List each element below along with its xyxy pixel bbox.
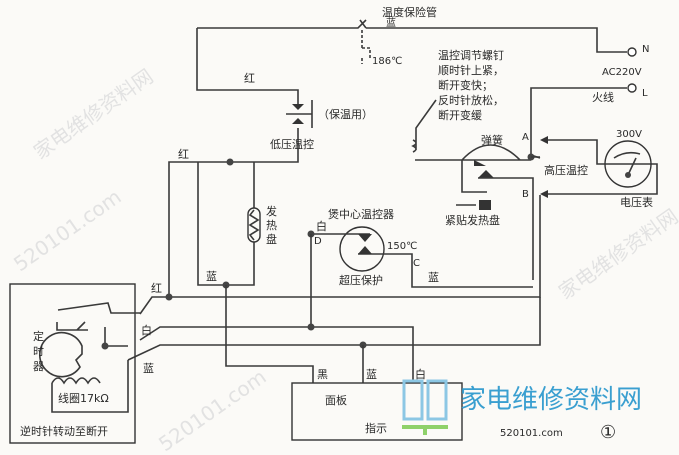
coil-label: 线圈17kΩ	[58, 391, 109, 405]
fuse-temp: 186℃	[372, 56, 402, 67]
timer-note: 逆时针转动至断开	[20, 424, 108, 438]
svg-text:器: 器	[33, 360, 44, 373]
blue-heater-label: 蓝	[206, 270, 217, 283]
terminal-n	[627, 47, 637, 57]
logo-url: 520101.com	[500, 428, 563, 439]
watermark-url-2: 520101.com	[154, 364, 271, 455]
low-thermo-label: 低压温控	[270, 137, 314, 151]
svg-text:反时针放松，: 反时针放松，	[438, 93, 504, 107]
site-logo: 家电维修资料网 520101.com ①	[402, 379, 642, 443]
high-pressure-thermostat: 弹簧 A B 高压温控 紧贴发热盘	[415, 132, 588, 280]
blue-c-label: 蓝	[428, 271, 439, 284]
center-thermo-label: 煲中心温控器	[328, 207, 394, 221]
keep-warm-label: （保温用）	[318, 107, 373, 121]
live-label: 火线	[592, 90, 614, 104]
red-left-label: 红	[178, 148, 189, 161]
svg-text:盘: 盘	[266, 232, 277, 246]
white-panel-label: 白	[415, 367, 426, 381]
white-d-label: 白	[316, 219, 327, 233]
voltmeter: 300V 电压表	[540, 129, 658, 209]
svg-text:顺时针上紧，: 顺时针上紧，	[438, 63, 504, 77]
center-thermostat: 煲中心温控器 白 D 150℃ C 超压保护 蓝	[307, 207, 533, 288]
svg-text:发: 发	[266, 204, 277, 218]
heater-plate: 发 热 盘	[247, 204, 277, 246]
overpressure-label: 超压保护	[339, 273, 383, 287]
fuse-label: 温度保险管	[382, 5, 437, 19]
figure-number: ①	[600, 422, 616, 443]
spring-label: 弹簧	[481, 133, 503, 147]
watermark-text-2: 家电维修资料网	[554, 204, 679, 304]
blue-bus-label: 蓝	[143, 362, 154, 375]
center-temp: 150℃	[387, 241, 417, 252]
svg-text:时: 时	[33, 345, 44, 358]
blue-panel-label: 蓝	[366, 368, 377, 381]
ac-label: AC220V	[602, 67, 642, 78]
timer-box: 定 时 器 线圈17kΩ 逆时针转动至断开	[9, 283, 140, 444]
n-label: N	[642, 44, 649, 55]
svg-text:断开变快；: 断开变快；	[438, 78, 493, 92]
indicator-label: 指示	[365, 421, 387, 435]
white-bus-label: 白	[141, 323, 152, 337]
logo-text: 家电维修资料网	[460, 385, 642, 415]
c-label: C	[413, 258, 420, 269]
low-pressure-thermostat: 红 （保温用） 低压温控	[230, 72, 373, 163]
svg-text:温控调节螺钉: 温控调节螺钉	[438, 48, 504, 62]
a-label: A	[522, 132, 529, 143]
l-label: L	[642, 88, 648, 99]
terminal-l	[627, 83, 637, 93]
svg-text:定: 定	[33, 329, 44, 343]
b-label: B	[522, 189, 529, 200]
thermal-fuse: 温度保险管 蓝 186℃ N AC220V	[197, 5, 649, 78]
black-label: 黑	[317, 368, 328, 381]
voltmeter-label: 电压表	[620, 195, 653, 209]
d-label: D	[314, 236, 322, 247]
contact-plate-label: 紧贴发热盘	[445, 213, 500, 227]
watermark-text: 家电维修资料网	[29, 64, 157, 164]
watermark-url: 520101.com	[9, 184, 126, 276]
svg-text:热: 热	[266, 219, 277, 232]
svg-text:断开变缓: 断开变缓	[438, 108, 482, 122]
panel-label: 面板	[325, 393, 347, 407]
screw-note: 温控调节螺钉 顺时针上紧， 断开变快； 反时针放松， 断开变缓	[411, 48, 504, 153]
fuse-color: 蓝	[386, 17, 396, 29]
red-top-label: 红	[244, 72, 255, 85]
volt-range: 300V	[616, 129, 642, 140]
red-bus-label: 红	[151, 282, 162, 295]
high-thermo-label: 高压温控	[544, 163, 588, 177]
control-panel: 黑 蓝 白 面板 指示	[291, 367, 463, 441]
